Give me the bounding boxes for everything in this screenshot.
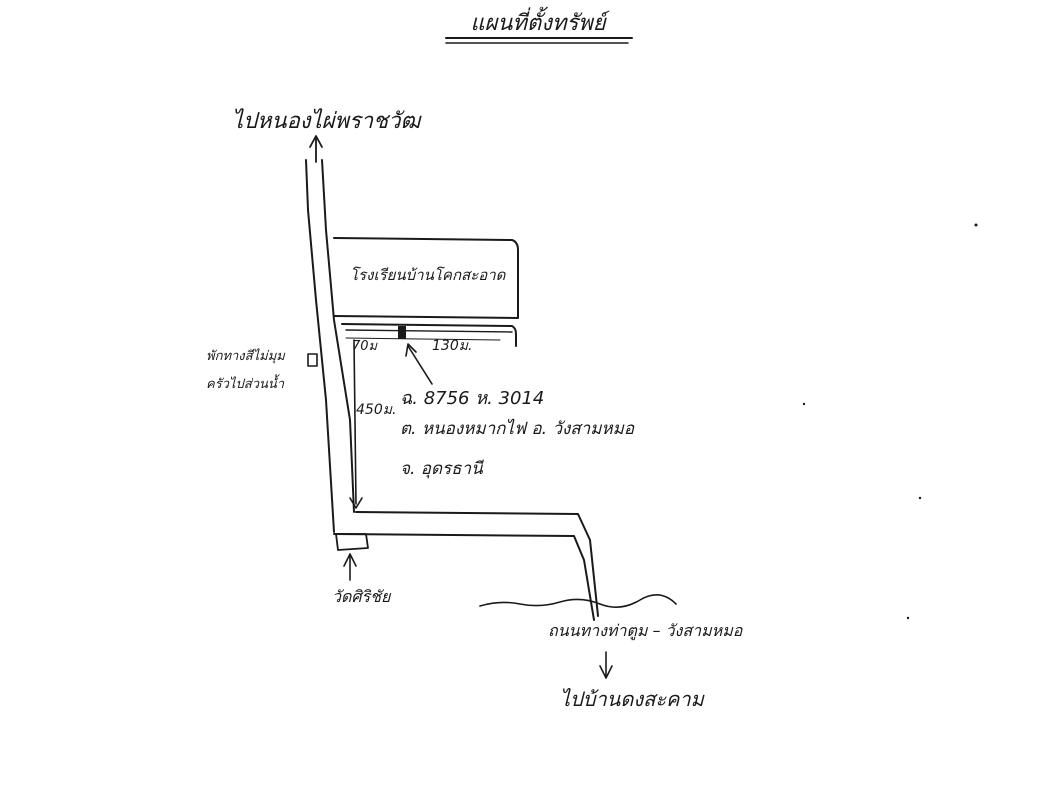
north-arrow-head-icon (309, 135, 323, 148)
distance-dim-line (345, 337, 501, 341)
south-road-lower-edge (333, 533, 595, 621)
north-destination-label: ไปหนองไผ่พราชวัฒ (232, 108, 422, 134)
vertical-dim-line (353, 339, 357, 505)
highway-label: ถนนทางท่าตูม – วังสามหมอ (548, 621, 744, 641)
speck (918, 496, 922, 500)
location-province: จ. อุดรธานี (400, 459, 485, 479)
highway-line (479, 594, 677, 608)
distance-left-label: 70ม (352, 339, 379, 354)
parcel-top-edge (341, 323, 517, 347)
speck (802, 402, 806, 406)
main-road-left-edge (305, 159, 335, 533)
property-pointer-head-icon (405, 343, 417, 357)
side-note-line-2: ครัวไปส่วนน้ำ (206, 374, 285, 392)
side-note-marker (307, 353, 318, 367)
location-subdistrict: ต. หนองหมากไฟ อ. วังสามหมอ (400, 418, 635, 439)
school-label: โรงเรียนบ้านโคกสะอาด (350, 266, 507, 284)
school-block-outline (333, 237, 519, 319)
side-note-line-1: พักทางสีไม่มุม (206, 348, 286, 364)
speck (906, 616, 910, 620)
property-pointer-shaft (407, 345, 433, 385)
main-road-right-edge (321, 159, 355, 513)
parcel-inner-top-edge (345, 329, 513, 333)
property-marker (398, 326, 406, 339)
distance-vertical-label: 450ม. (356, 402, 396, 418)
south-arrow-head-icon (599, 665, 613, 679)
temple-block (335, 533, 369, 551)
map-title: แผนที่ตั้งทรัพย์ (470, 6, 610, 36)
speck (974, 223, 978, 227)
south-road-upper-edge (355, 511, 599, 617)
south-destination-label: ไปบ้านดงสะคาม (560, 687, 706, 711)
deed-number: ฉ. 8756 ห. 3014 (400, 388, 544, 409)
temple-label: วัดศิริชัย (332, 587, 392, 606)
temple-pointer-head-icon (343, 553, 357, 567)
vertical-dim-arrow-icon (349, 497, 363, 509)
distance-right-label: 130ม. (432, 338, 472, 354)
